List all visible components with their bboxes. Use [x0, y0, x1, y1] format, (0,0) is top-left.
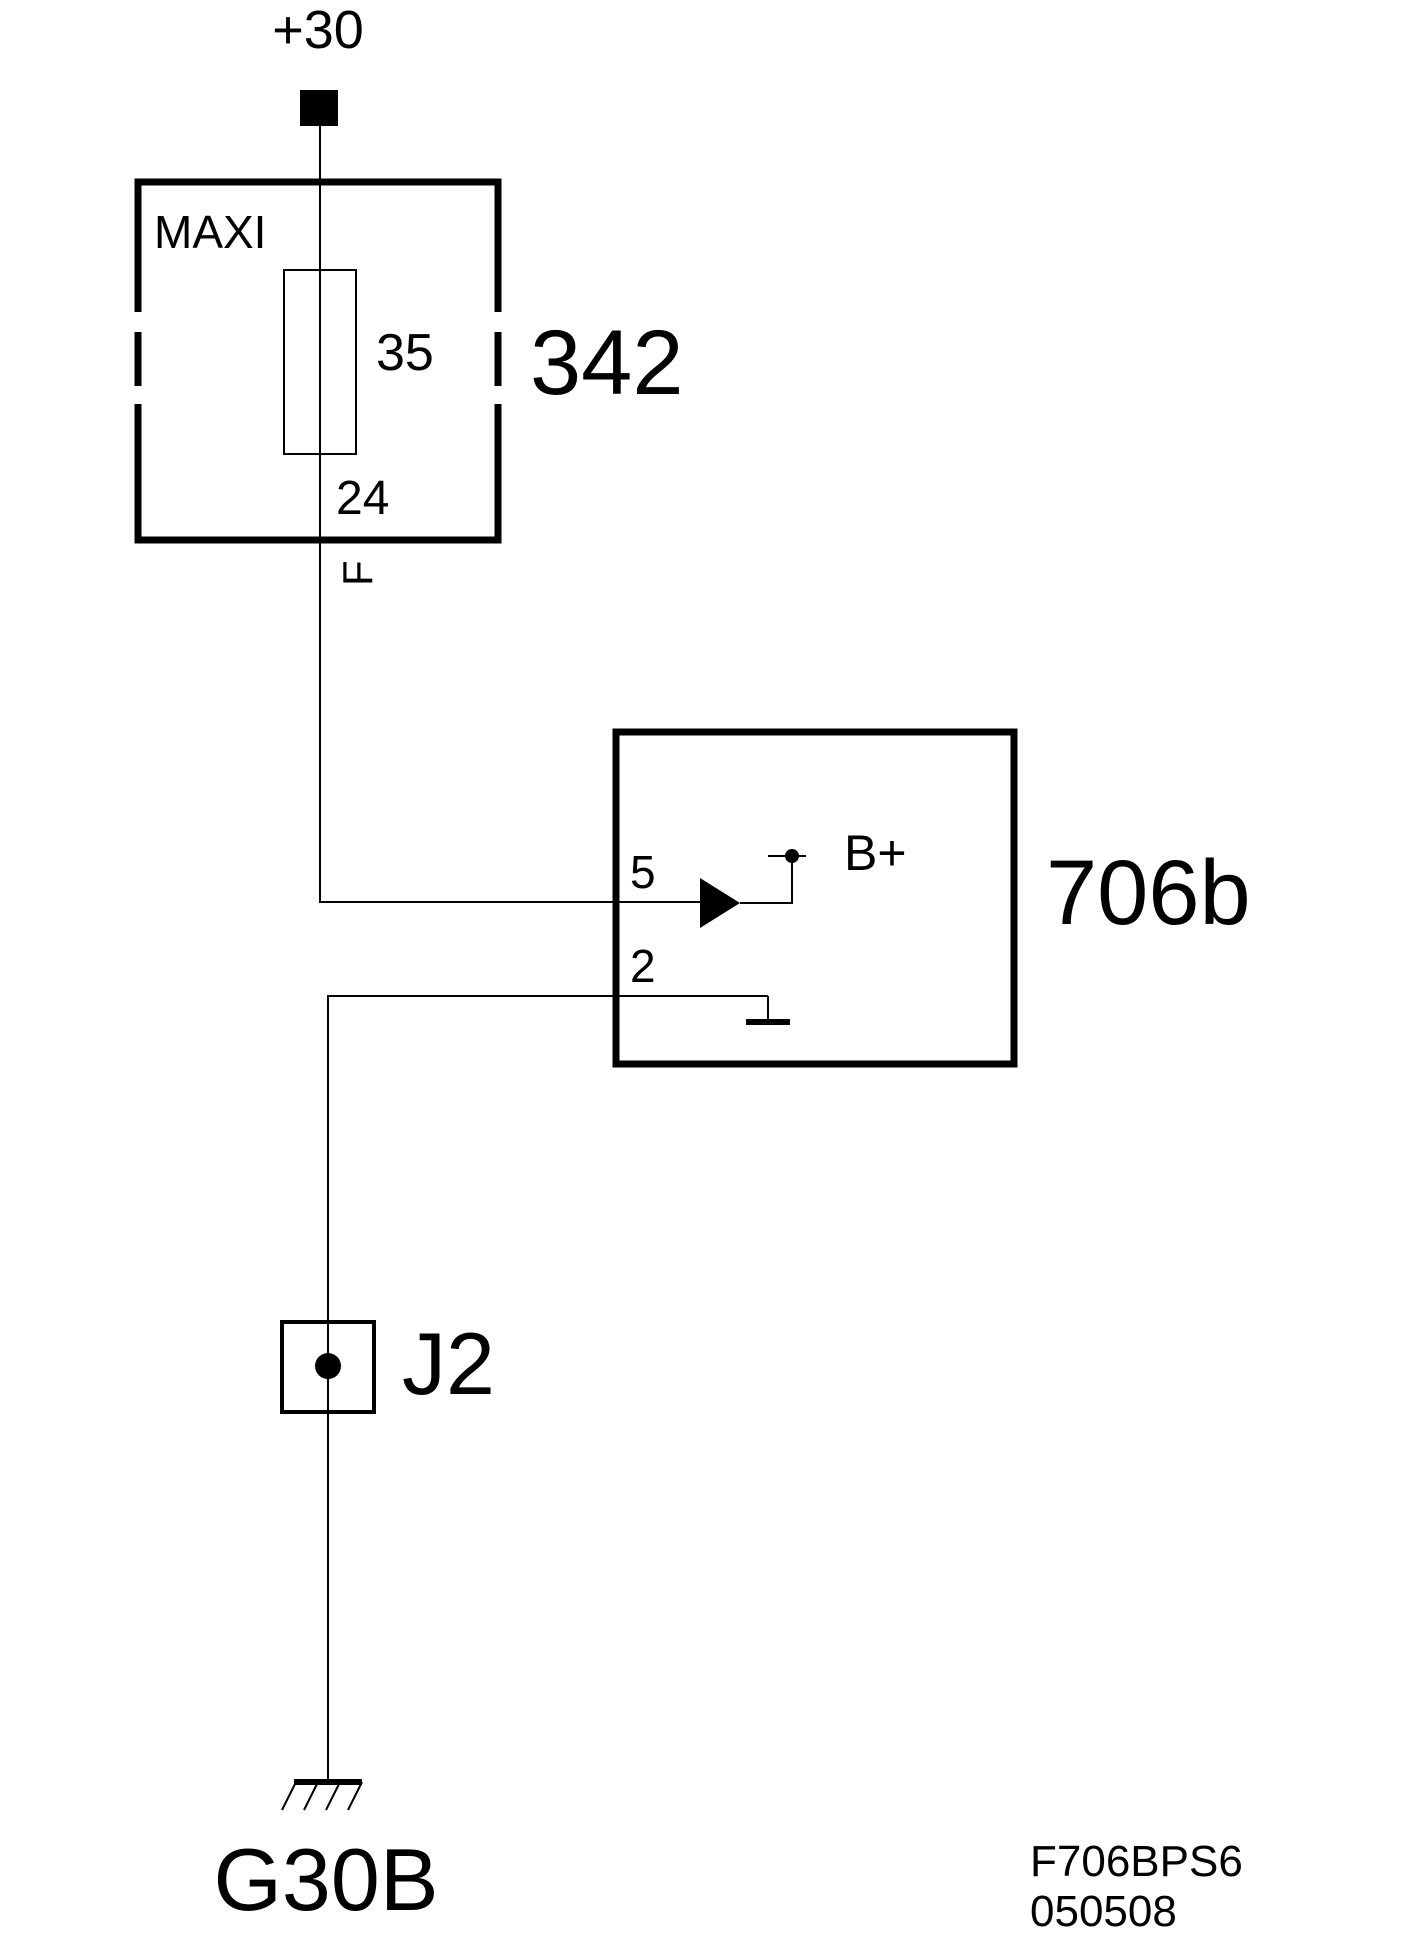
- splice-label: J2: [402, 1314, 495, 1413]
- ground-wire: [327, 995, 768, 1782]
- module-pin-5-label: 5: [630, 846, 656, 898]
- b-plus-label: B+: [844, 825, 907, 881]
- ground-symbol: [281, 1779, 363, 1811]
- fuse-box-outline: [134, 178, 502, 544]
- module-box: [612, 728, 1018, 1068]
- module-component-id: 706b: [1046, 842, 1251, 944]
- wire-color-label: F: [334, 560, 381, 586]
- ground-label: G30B: [213, 1830, 438, 1929]
- input-arrow-symbol: [700, 878, 740, 928]
- module-pin-2-label: 2: [630, 940, 656, 992]
- fuse-box-type-label: MAXI: [154, 206, 266, 258]
- fuse-rating: 24: [336, 472, 389, 525]
- b-plus-wire: [740, 856, 793, 904]
- drawing-reference-code: F706BPS6: [1030, 1837, 1243, 1886]
- fuse-box-component-id: 342: [530, 312, 684, 414]
- fuse-number: 35: [376, 324, 434, 382]
- b-plus-terminal-dot: [785, 849, 799, 863]
- drawing-reference-date: 050508: [1030, 1887, 1177, 1936]
- supply-label: +30: [272, 0, 364, 60]
- splice-dot: [315, 1353, 341, 1379]
- supply-terminal: [300, 90, 338, 126]
